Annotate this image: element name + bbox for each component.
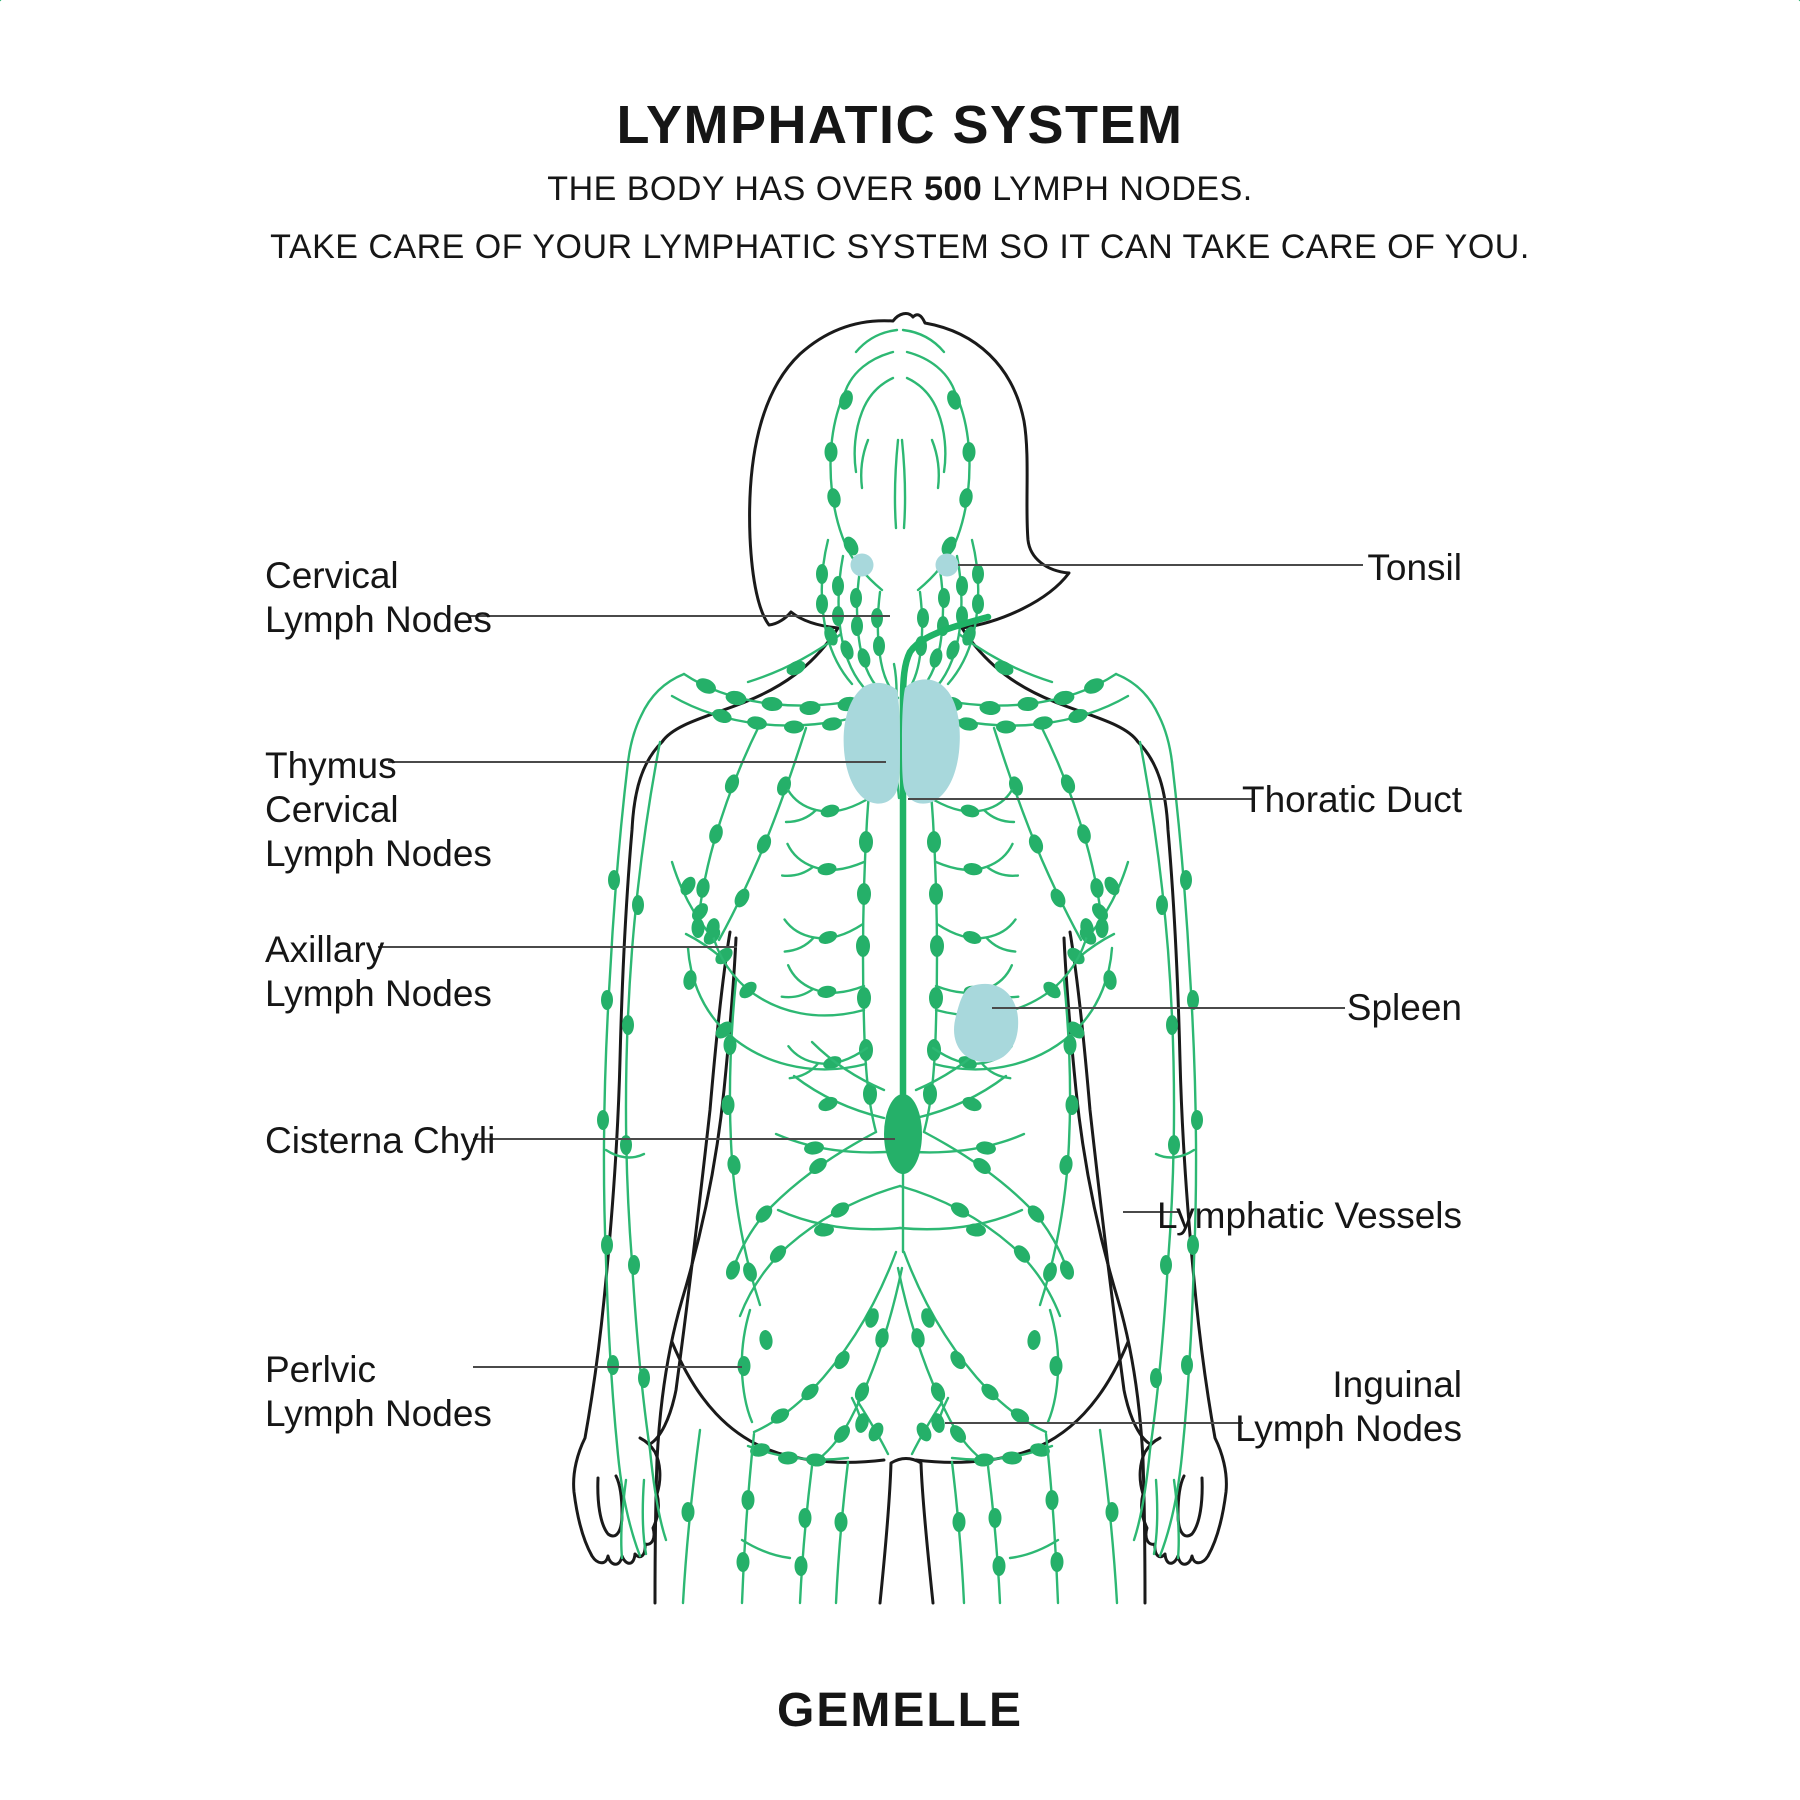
label-line: Lymph Nodes (265, 1393, 492, 1434)
label-line: Lymph Nodes (1235, 1408, 1462, 1449)
label-line: Cervical (265, 789, 399, 830)
label-lymphatic-vessels: Lymphatic Vessels (1157, 1195, 1462, 1236)
label-line: Cervical (265, 555, 399, 596)
label-pelvic-lymph-nodes: Perlvic Lymph Nodes (265, 1349, 492, 1434)
label-line: Lymphatic Vessels (1157, 1195, 1462, 1236)
thoracic-duct-vessel (899, 613, 992, 1098)
brand-logo-text: GEMELLE (777, 1684, 1023, 1737)
inner-thigh-outline (878, 1457, 935, 1605)
subtitle-line-2: TAKE CARE OF YOUR LYMPHATIC SYSTEM SO IT… (270, 228, 1530, 266)
label-line: Perlvic (265, 1349, 376, 1390)
tonsil-left-shape (850, 553, 874, 577)
label-line: Tonsil (1367, 547, 1462, 588)
spleen-shape (954, 983, 1019, 1063)
subtitle-line-1: THE BODY HAS OVER 500 LYMPH NODES. (547, 170, 1252, 208)
label-line: Axillary (265, 929, 385, 970)
label-axillary-lymph-nodes: Axillary Lymph Nodes (265, 929, 492, 1014)
label-thymus-cervical-lymph-nodes: Thymus Cervical Lymph Nodes (265, 745, 492, 874)
label-cervical-lymph-nodes: Cervical Lymph Nodes (265, 555, 492, 640)
tonsil-right-shape (935, 553, 959, 577)
labels-left: Cervical Lymph Nodes Thymus Cervical Lym… (265, 555, 495, 1434)
label-line: Lymph Nodes (265, 973, 492, 1014)
label-cisterna-chyli: Cisterna Chyli (265, 1120, 495, 1161)
label-tonsil: Tonsil (1367, 547, 1462, 588)
labels-right: Tonsil Thoratic Duct Spleen Lymphatic Ve… (1157, 547, 1463, 1449)
lymphatic-network (0, 0, 1800, 1605)
leader-lines (378, 564, 1363, 1424)
label-line: Lymph Nodes (265, 599, 492, 640)
label-line: Spleen (1347, 987, 1462, 1028)
hair-outline (748, 312, 1071, 630)
label-line: Cisterna Chyli (265, 1120, 495, 1161)
label-spleen: Spleen (1347, 987, 1462, 1028)
label-line: Inguinal (1332, 1364, 1462, 1405)
label-thoracic-duct: Thoratic Duct (1242, 779, 1463, 820)
page-title: LYMPHATIC SYSTEM (616, 95, 1183, 155)
label-line: Thymus (265, 745, 397, 786)
thymus-shape (843, 679, 960, 804)
label-line: Lymph Nodes (265, 833, 492, 874)
cisterna-chyli-shape (884, 1094, 922, 1174)
label-inguinal-lymph-nodes: Inguinal Lymph Nodes (1235, 1364, 1462, 1449)
label-line: Thoratic Duct (1242, 779, 1463, 820)
